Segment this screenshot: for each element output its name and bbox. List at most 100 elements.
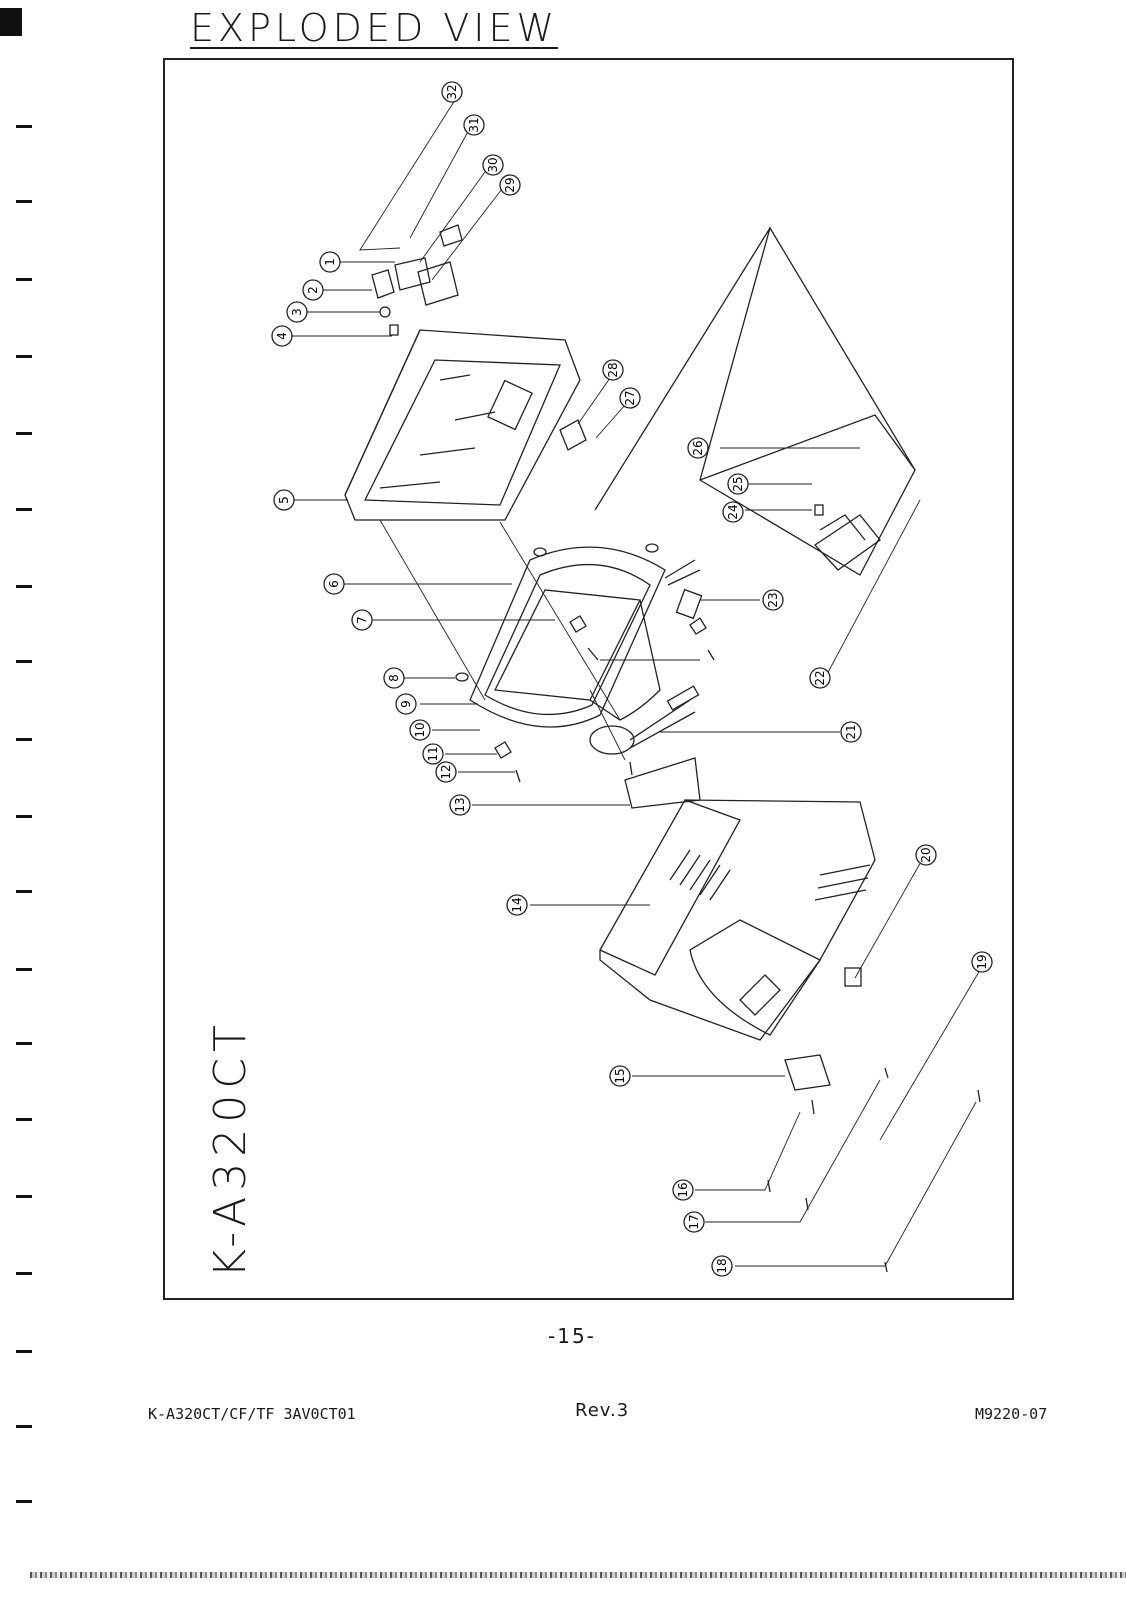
callout-number: 16 [676, 1182, 690, 1197]
rear-cover-dome [689, 919, 821, 1036]
board-bracket [814, 514, 881, 571]
callout-circle [609, 1065, 631, 1087]
tick-mark [16, 1195, 32, 1198]
callout-number: 18 [715, 1258, 729, 1273]
callout-30: 30 [482, 154, 504, 176]
tick-mark [16, 1272, 32, 1275]
callout-1: 1 [319, 251, 341, 273]
callout-circle [722, 501, 744, 523]
vent-slots [814, 864, 871, 901]
callout-number: 1 [323, 258, 337, 266]
callout-12: 12 [435, 761, 457, 783]
tick-mark [16, 355, 32, 358]
callout-number: 11 [426, 746, 440, 761]
binding-tick-marks [8, 0, 32, 1600]
callout-11: 11 [422, 743, 444, 765]
callout-21: 21 [840, 721, 862, 743]
callout-number: 25 [731, 476, 745, 491]
callout-26: 26 [687, 437, 709, 459]
callout-circle [273, 489, 295, 511]
label-15 [784, 1054, 831, 1091]
washer-top-right [645, 543, 659, 553]
callout-number: 14 [510, 897, 524, 912]
callout-number: 7 [355, 616, 369, 624]
callout-number: 17 [687, 1214, 701, 1229]
diagram-frame [163, 58, 1014, 1300]
crt-face [493, 589, 642, 701]
callout-22: 22 [809, 667, 831, 689]
footer-manual-number: M9220-07 [975, 1405, 1048, 1423]
part-28-outline [559, 419, 587, 451]
page-number: -15- [548, 1324, 596, 1348]
page-title: EXPLODED VIEW [190, 6, 559, 50]
tick-mark [16, 1042, 32, 1045]
crt-side [589, 599, 661, 721]
callout-number: 32 [445, 84, 459, 99]
rear-cover-outline [599, 799, 876, 1041]
clip-11 [494, 741, 512, 759]
callout-circle [383, 667, 405, 689]
part-outlines [344, 224, 981, 1273]
callout-number: 28 [606, 362, 620, 377]
callout-20: 20 [915, 844, 937, 866]
callout-27: 27 [619, 387, 641, 409]
bracket-23 [675, 588, 703, 620]
model-label: K-A320CT [205, 1019, 256, 1278]
rear-cover-front [599, 799, 741, 976]
tick-mark [16, 1425, 32, 1428]
callout-4: 4 [271, 325, 293, 347]
scan-corner-mark [0, 8, 22, 36]
screws [767, 1067, 981, 1273]
callout-31: 31 [463, 114, 485, 136]
callout-circle [409, 719, 431, 741]
callout-circle [302, 279, 324, 301]
part-1-outline [394, 257, 431, 291]
callout-circle [422, 743, 444, 765]
socket-pin [629, 761, 633, 776]
callout-28: 28 [602, 359, 624, 381]
callout-16: 16 [672, 1179, 694, 1201]
callout-2: 2 [302, 279, 324, 301]
crt-neck [589, 725, 635, 755]
callout-15: 15 [609, 1065, 631, 1087]
tick-mark [16, 660, 32, 663]
rear-label [739, 974, 781, 1016]
callout-circle [482, 154, 504, 176]
callout-number: 24 [726, 504, 740, 519]
callout-number: 4 [275, 332, 289, 340]
part-3-outline [379, 306, 391, 318]
bezel-outline [469, 546, 666, 728]
callout-circle [271, 325, 293, 347]
bezel-inner [484, 564, 651, 715]
callout-circle [687, 437, 709, 459]
callout-19: 19 [971, 951, 993, 973]
callout-circle [323, 573, 345, 595]
part-29-outline [417, 261, 459, 306]
callout-number: 5 [277, 496, 291, 504]
tick-mark [16, 125, 32, 128]
callout-circle [506, 894, 528, 916]
tick-mark [16, 968, 32, 971]
callout-circle [351, 609, 373, 631]
tick-mark [16, 508, 32, 511]
washer-8 [455, 672, 469, 682]
callout-number: 2 [306, 286, 320, 294]
callout-number: 19 [975, 954, 989, 969]
callout-number: 27 [623, 390, 637, 405]
callout-circle [809, 667, 831, 689]
callout-5: 5 [273, 489, 295, 511]
footer-document-code: K-A320CT/CF/TF 3AV0CT01 [148, 1405, 356, 1423]
callout-3: 3 [286, 301, 308, 323]
callout-number: 12 [439, 764, 453, 779]
tick-mark [16, 1350, 32, 1353]
callout-number: 31 [467, 117, 481, 132]
housing-ribs [379, 374, 496, 489]
connector-21 [666, 685, 700, 711]
callout-number: 13 [453, 797, 467, 812]
callout-circle [971, 951, 993, 973]
clip-7 [569, 615, 587, 633]
part-20-outline [844, 967, 862, 987]
tick-mark [16, 278, 32, 281]
tick-mark [16, 738, 32, 741]
